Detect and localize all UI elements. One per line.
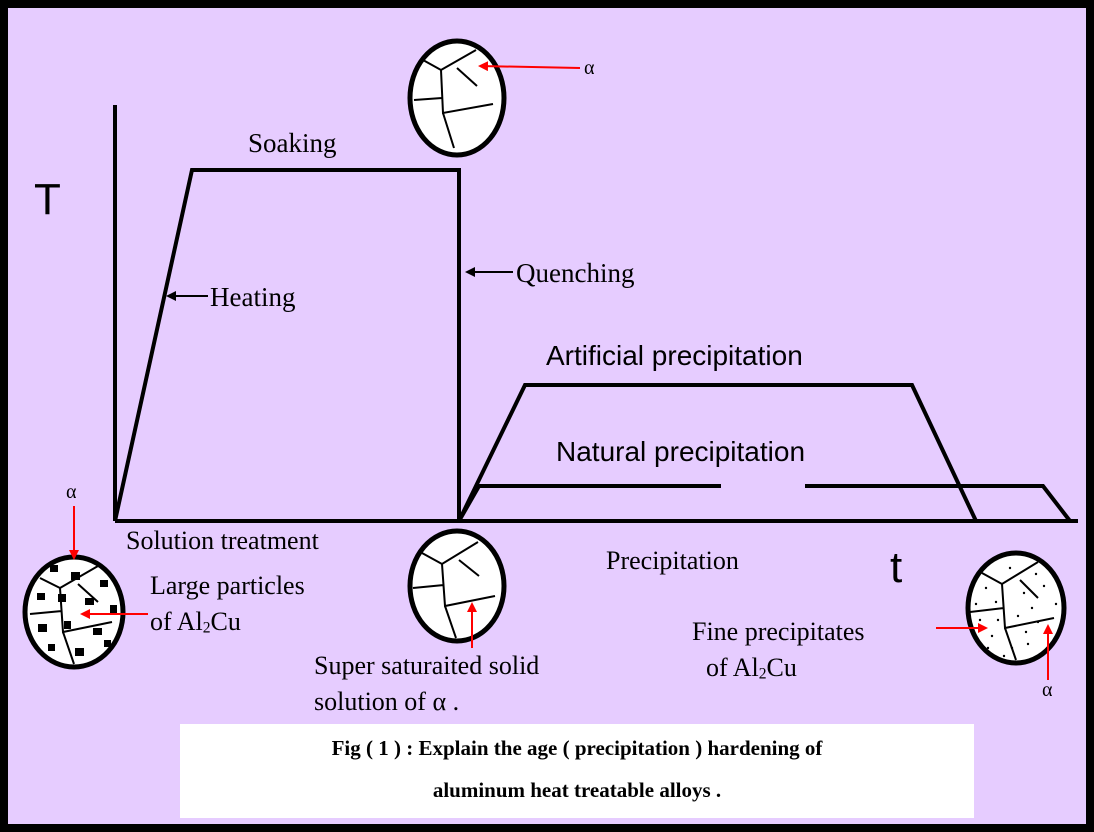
solution-treatment-curve	[115, 170, 459, 521]
al-text: of Al	[150, 607, 203, 636]
alpha-label-top: α	[584, 58, 594, 78]
large-particles-label: Large particles of Al2Cu	[150, 568, 305, 646]
subscript-2: 2	[759, 665, 767, 682]
quenching-label: Quenching	[516, 260, 634, 287]
supersaturated-line1: Super saturaited solid	[314, 648, 539, 684]
subscript-2: 2	[203, 619, 211, 636]
y-axis-label: T	[34, 178, 61, 222]
supersaturated-label: Super saturaited solid solution of α .	[314, 648, 539, 720]
grain-circle-fine-precipitates	[968, 553, 1064, 663]
precipitation-label: Precipitation	[606, 548, 739, 574]
cu-text: Cu	[211, 607, 241, 636]
heat-treatment-diagram	[8, 8, 1086, 824]
grain-circle-large-particles	[25, 557, 123, 667]
natural-precipitation-label: Natural precipitation	[556, 438, 805, 466]
fine-precipitates-line2: of Al2Cu	[692, 650, 865, 692]
large-particles-line2: of Al2Cu	[150, 604, 305, 646]
fine-precipitates-label: Fine precipitates of Al2Cu	[692, 614, 865, 692]
solution-treatment-label: Solution treatment	[126, 528, 319, 554]
figure-caption: Fig ( 1 ) : Explain the age ( precipitat…	[180, 724, 974, 818]
caption-line2: aluminum heat treatable alloys .	[180, 780, 974, 801]
large-particles-line1: Large particles	[150, 568, 305, 604]
cu-text: Cu	[767, 653, 797, 682]
alpha-label-right: α	[1042, 680, 1052, 700]
caption-line1: Fig ( 1 ) : Explain the age ( precipitat…	[180, 738, 974, 759]
soaking-label: Soaking	[248, 130, 337, 157]
alpha-label-left: α	[66, 482, 76, 502]
grain-circle-soaking	[410, 41, 504, 155]
fine-precipitates-line1: Fine precipitates	[692, 614, 865, 650]
natural-precipitation-curve-right	[805, 486, 1070, 521]
natural-precipitation-curve-left	[459, 486, 721, 521]
heating-label: Heating	[210, 284, 295, 311]
supersaturated-line2: solution of α .	[314, 684, 539, 720]
artificial-precipitation-label: Artificial precipitation	[546, 342, 803, 370]
grain-circle-supersaturated	[410, 531, 504, 641]
al-text: of Al	[706, 653, 759, 682]
x-axis-label: t	[890, 546, 902, 590]
